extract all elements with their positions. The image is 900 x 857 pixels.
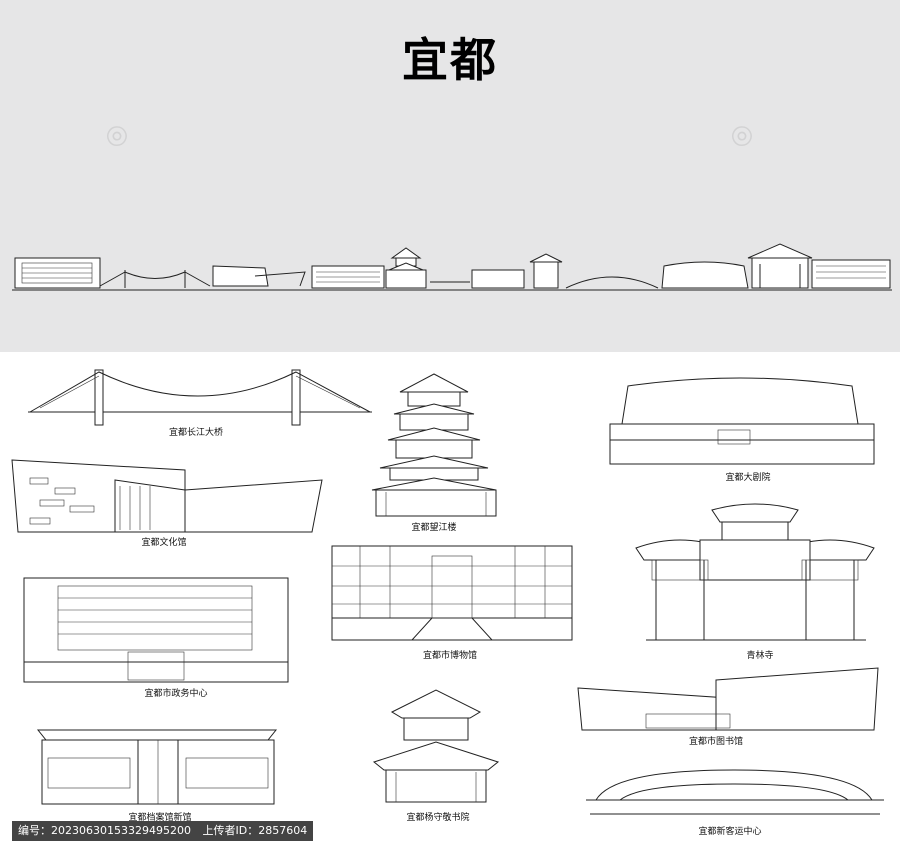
uploader-label: 上传者ID： xyxy=(202,824,259,837)
id-value: 20230630153329495200 xyxy=(51,824,191,837)
theater-drawing xyxy=(609,377,875,465)
uploader-value: 2857604 xyxy=(258,824,308,837)
landmark-label: 宜都市政务中心 xyxy=(144,689,208,699)
landmark-label: 宜都档案馆新馆 xyxy=(128,813,192,823)
library-drawing xyxy=(577,667,879,731)
landmark-label: 宜都市图书馆 xyxy=(688,737,744,747)
temple-gate-drawing xyxy=(635,503,875,641)
academy-drawing xyxy=(372,689,500,803)
landmark-label: 宜都新客运中心 xyxy=(698,827,762,837)
page-title: 宜都 xyxy=(402,33,498,87)
landmark-label: 宜都文化馆 xyxy=(141,538,187,548)
landmark-label: 青林寺 xyxy=(746,651,774,661)
id-label: 编号： xyxy=(18,824,51,837)
landmark-label: 宜都望江楼 xyxy=(411,523,457,533)
archives-drawing xyxy=(36,729,278,805)
pagoda-drawing xyxy=(371,373,497,517)
skyline-banner xyxy=(0,0,900,352)
gov-center-drawing xyxy=(23,577,289,683)
landmark-label: 宜都长江大桥 xyxy=(168,428,224,438)
skyline-strip xyxy=(12,243,892,291)
museum-drawing xyxy=(331,545,573,641)
landmark-label: 宜都杨守敬书院 xyxy=(406,813,470,823)
landmark-label: 宜都市博物馆 xyxy=(422,651,478,661)
cultural-center-drawing xyxy=(11,459,323,533)
image-info-bar: 编号：20230630153329495200 上传者ID：2857604 xyxy=(12,821,314,841)
landmark-label: 宜都大剧院 xyxy=(725,473,771,483)
bridge-drawing xyxy=(28,369,372,426)
bus-station-drawing xyxy=(586,769,884,815)
